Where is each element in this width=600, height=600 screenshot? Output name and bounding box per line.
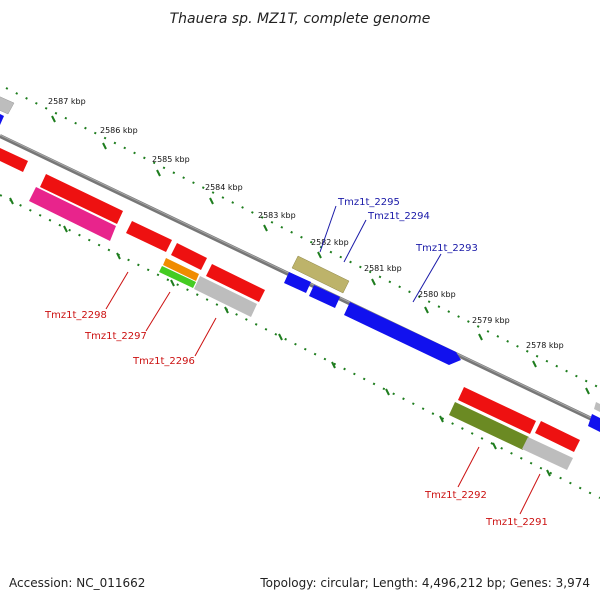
gene-gray-1 <box>194 276 257 317</box>
scale-label: 2578 kbp <box>526 341 564 350</box>
gene-blue-right-edge <box>588 414 600 432</box>
gene-khaki <box>291 255 350 294</box>
gene-red-3 <box>126 221 172 252</box>
gene-blue-large <box>344 302 461 365</box>
scale-label: 2584 kbp <box>205 183 243 192</box>
map-title: Thauera sp. MZ1T, complete genome <box>170 11 431 27</box>
scale-label: 2582 kbp <box>311 238 349 247</box>
scale-label: 2581 kbp <box>364 264 402 273</box>
gene-red-1 <box>0 148 28 172</box>
gene-green <box>159 266 196 288</box>
scale-label: 2587 kbp <box>48 97 86 106</box>
genome-summary-text: Topology: circular; Length: 4,496,212 bp… <box>259 576 590 590</box>
gene-blue-small-1 <box>284 272 311 293</box>
scale-label: 2586 kbp <box>100 126 138 135</box>
gene-gray-edge <box>0 96 15 115</box>
gene-red-4 <box>171 243 207 270</box>
gene-pink <box>29 187 116 241</box>
gene-blue-small-2 <box>309 285 340 308</box>
gene-gray-2 <box>522 437 573 470</box>
forward-gene-labels: Tmz1t_2295 Tmz1t_2294 Tmz1t_2293 <box>319 197 478 303</box>
gene-red-2 <box>40 174 123 224</box>
reverse-strand-genes <box>0 148 580 470</box>
gene-blue-edge <box>0 114 4 125</box>
gene-red-5 <box>206 264 265 302</box>
gene-label: Tmz1t_2293 <box>415 243 478 254</box>
gene-olive <box>449 402 529 450</box>
gene-label: Tmz1t_2295 <box>337 197 400 208</box>
reverse-gene-labels: Tmz1t_2298 Tmz1t_2297 Tmz1t_2296 Tmz1t_2… <box>44 271 548 528</box>
gene-red-6 <box>458 387 536 434</box>
gene-orange <box>163 258 199 281</box>
scale-label: 2579 kbp <box>472 316 510 325</box>
accession-text: Accession: NC_011662 <box>9 576 145 590</box>
gene-label: Tmz1t_2294 <box>367 211 430 222</box>
gene-label: Tmz1t_2296 <box>132 356 195 367</box>
forward-strand-genes <box>0 96 600 432</box>
inner-scale-ticks <box>0 194 600 499</box>
scale-label: 2580 kbp <box>418 290 456 299</box>
outer-scale-ticks <box>5 87 600 395</box>
scale-label: 2585 kbp <box>152 155 190 164</box>
scale-labels: 2587 kbp 2586 kbp 2585 kbp 2584 kbp 2583… <box>48 97 564 350</box>
gene-label: Tmz1t_2298 <box>44 310 107 321</box>
gene-label: Tmz1t_2291 <box>485 517 548 528</box>
gene-label: Tmz1t_2297 <box>84 331 147 342</box>
gene-gray-right-edge <box>594 402 600 412</box>
gene-red-7 <box>535 421 580 452</box>
scale-label: 2583 kbp <box>258 211 296 220</box>
gene-label: Tmz1t_2292 <box>424 490 487 501</box>
